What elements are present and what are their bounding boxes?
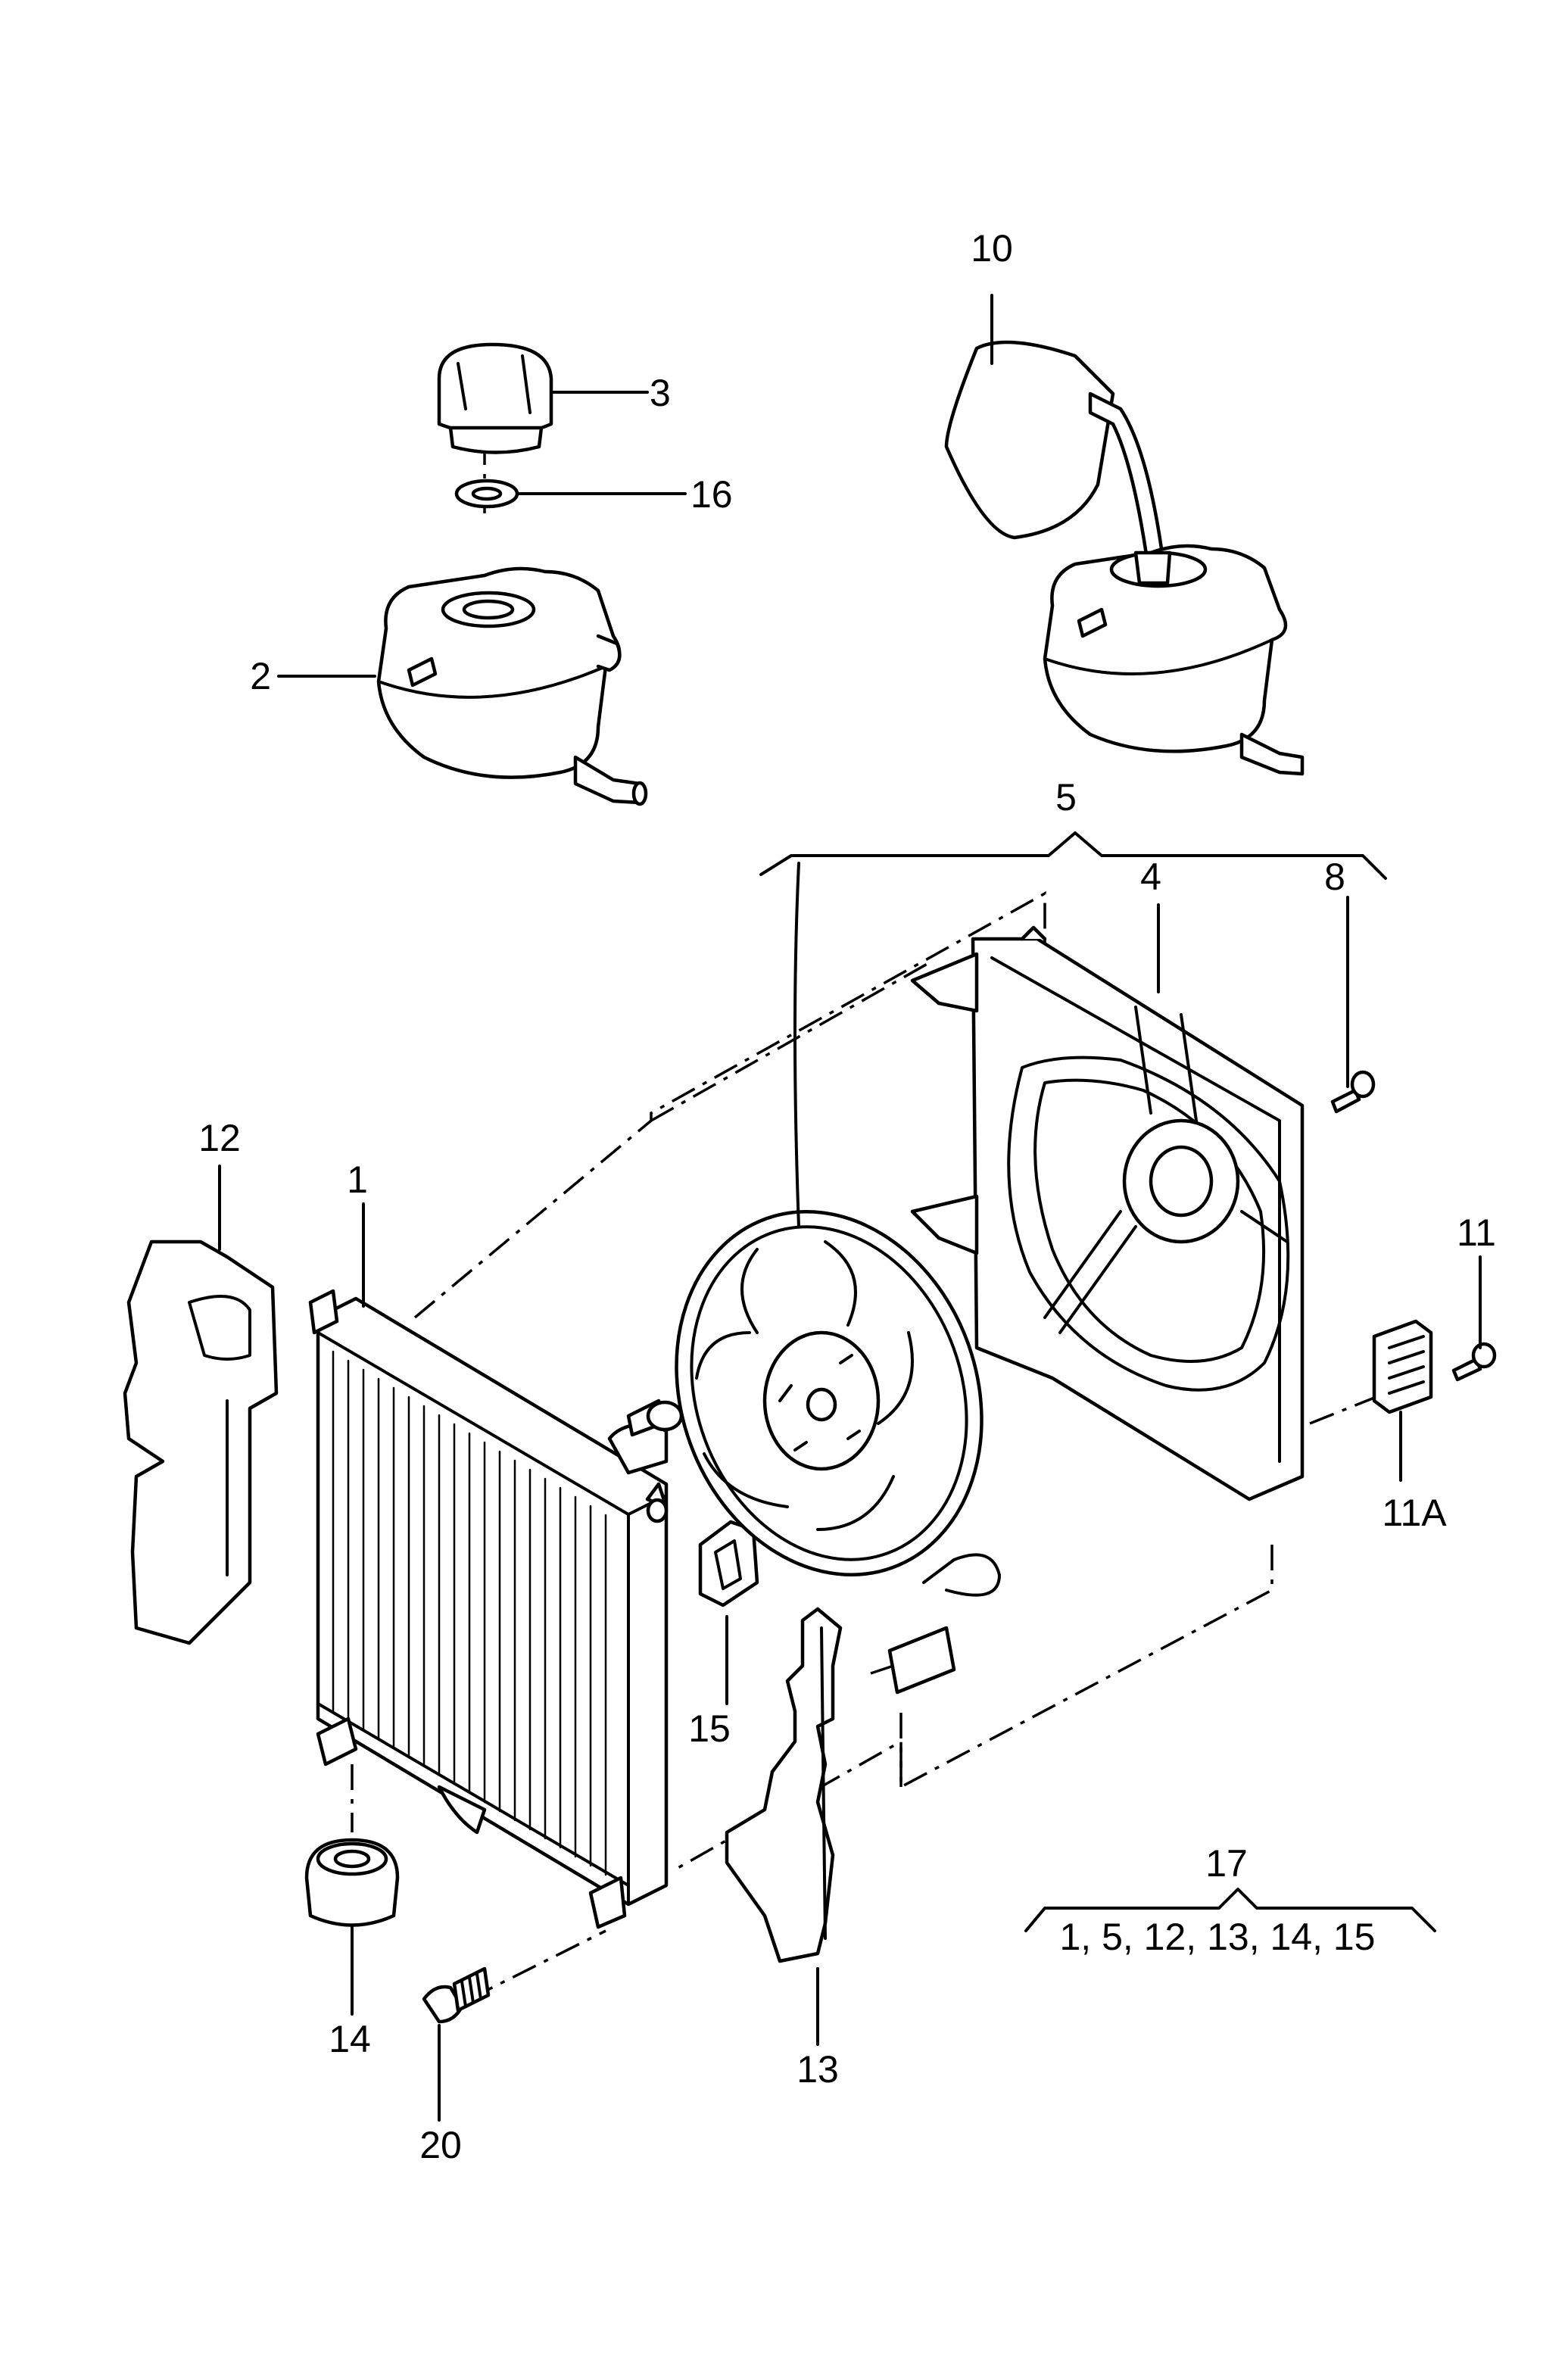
callout-5: 5 <box>1055 776 1077 819</box>
screw-8-part <box>1330 1070 1376 1114</box>
resistor-part <box>1372 1319 1433 1414</box>
callout-20: 20 <box>419 2124 462 2166</box>
expansion-tank-filling-part <box>1043 544 1305 776</box>
kit-contents-label: 1, 5, 12, 13, 14, 15 <box>1060 1916 1376 1958</box>
callout-14: 14 <box>329 2018 371 2060</box>
gasket-part <box>454 479 519 509</box>
fan-shroud-part <box>910 925 1305 1501</box>
radiator-fins <box>332 1350 607 1876</box>
coolant-bottle-part <box>944 340 1168 589</box>
leader-lines <box>218 294 1482 2122</box>
fan-part <box>675 1210 984 1576</box>
callout-11: 11 <box>1457 1211 1496 1254</box>
radiator-part <box>308 1289 684 1929</box>
callout-3: 3 <box>650 372 671 414</box>
callout-15: 15 <box>688 1707 731 1750</box>
callout-2: 2 <box>250 655 271 697</box>
callout-13: 13 <box>796 2048 839 2091</box>
air-duct-right-part <box>725 1607 843 1963</box>
bolt-part <box>422 1966 491 2024</box>
callout-17: 17 <box>1205 1842 1248 1885</box>
callout-16: 16 <box>690 473 733 516</box>
expansion-tank-part <box>376 566 648 806</box>
rubber-mount-part <box>304 1838 400 1927</box>
callout-10: 10 <box>971 227 1013 270</box>
callout-11a: 11A <box>1382 1492 1447 1534</box>
callout-labels: 1 2 3 16 10 5 4 8 11 11A 12 13 14 15 17 … <box>198 227 1496 2166</box>
cap-part <box>437 342 553 454</box>
air-duct-left-part <box>123 1240 279 1645</box>
screw-11-part <box>1451 1342 1497 1382</box>
assembly-dash-lines <box>351 439 1386 2000</box>
callout-12: 12 <box>198 1117 241 1159</box>
callout-1: 1 <box>347 1158 368 1201</box>
seal-part <box>698 1520 759 1607</box>
fan-connector-part <box>887 1553 1001 1695</box>
callout-8: 8 <box>1324 856 1345 898</box>
callout-4: 4 <box>1140 856 1161 898</box>
